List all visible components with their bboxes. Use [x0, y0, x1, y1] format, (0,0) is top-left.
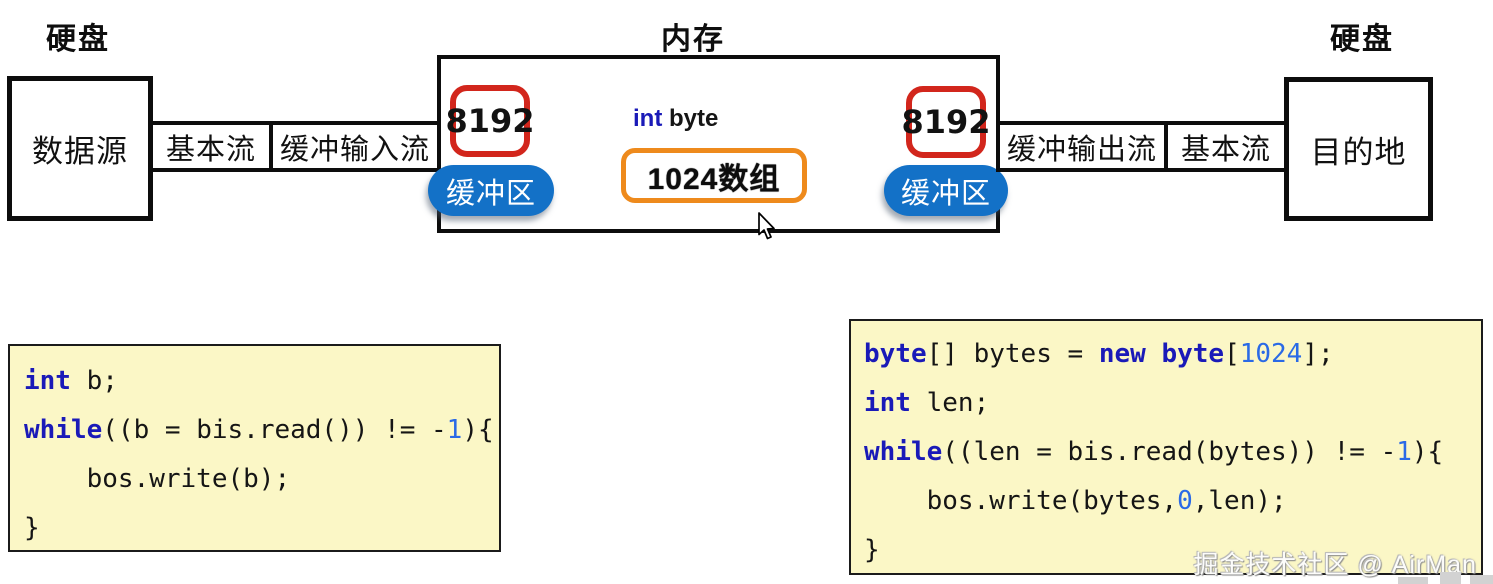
memory-label: 内存 [661, 23, 725, 56]
buffered-input-stream-box: 缓冲输入流 [269, 121, 441, 172]
watermark: 掘金技术社区 @ AirMan [1193, 551, 1477, 579]
buffer-size-frame-right: 8192 [901, 86, 991, 158]
source-box-label: 数据源 [32, 134, 128, 169]
basic-stream-left-box: 基本流 [149, 121, 273, 172]
dest-box-label: 目的地 [1310, 134, 1407, 170]
buffered-output-stream-label: 缓冲输出流 [1006, 133, 1157, 166]
source-box: 数据源 [7, 76, 153, 221]
corner-artifact [1470, 575, 1493, 584]
buffer-size-frame-left: 8192 [445, 85, 535, 157]
buffered-output-stream-box: 缓冲输出流 [996, 121, 1168, 172]
disk-label-right: 硬盘 [1330, 23, 1394, 56]
buffer-size-right: 8192 [901, 103, 991, 141]
basic-stream-left-label: 基本流 [165, 133, 256, 166]
basic-stream-right-box: 基本流 [1164, 121, 1288, 172]
code-block-right: byte[] bytes = new byte[1024];int len;wh… [849, 319, 1483, 575]
corner-artifact [1398, 577, 1428, 584]
buffer-pill-right: 缓冲区 [884, 165, 1008, 216]
buffer-pill-left-label: 缓冲区 [445, 177, 536, 210]
corner-artifact [1440, 572, 1461, 584]
array-box-label: 1024数组 [647, 162, 781, 196]
code-block-left: int b;while((b = bis.read()) != -1){ bos… [8, 344, 501, 552]
dest-box: 目的地 [1284, 77, 1433, 221]
buffer-pill-right-label: 缓冲区 [900, 177, 991, 210]
array-box: 1024数组 [621, 148, 807, 203]
buffered-input-stream-label: 缓冲输入流 [279, 133, 430, 166]
mouse-cursor-icon [756, 212, 778, 242]
buffer-size-left: 8192 [445, 102, 535, 140]
basic-stream-right-label: 基本流 [1180, 133, 1271, 166]
buffer-pill-left: 缓冲区 [428, 165, 554, 216]
disk-label-left: 硬盘 [46, 23, 110, 56]
memory-var-declaration: int byte [633, 105, 719, 132]
